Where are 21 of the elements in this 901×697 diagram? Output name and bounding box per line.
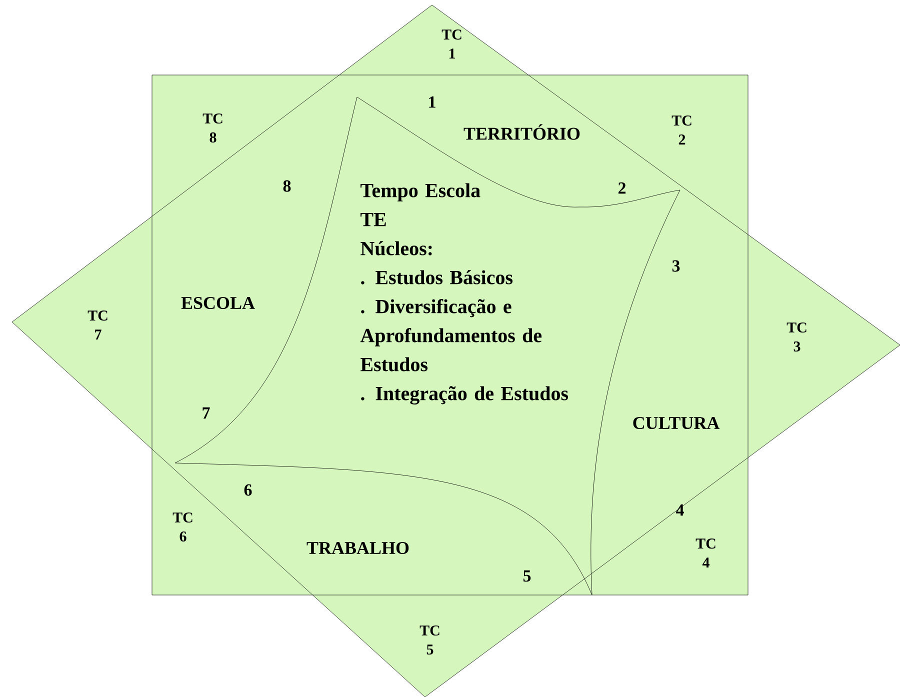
region-number: 3 [672,260,680,272]
region-number: 8 [283,180,291,192]
sector-label: TC 3 [786,322,806,352]
region-number: 6 [244,484,252,496]
sector-label: TC 6 [172,512,192,542]
sector-label: TC 8 [202,113,222,143]
sector-label: TC 7 [88,310,108,340]
region-number: 2 [618,182,626,194]
sector-label: TC 2 [672,116,692,144]
diamond-outline [12,4,900,697]
sector-label: TC 4 [696,538,716,568]
area-label: CULTURA [633,416,720,430]
sector-label: TC 1 [442,30,462,58]
region-number: 7 [202,407,210,419]
region-number: 5 [523,570,531,582]
area-label: TERRITÓRIO [464,124,580,140]
area-label: TRABALHO [306,542,409,554]
region-number: 4 [676,504,684,516]
area-label: ESCOLA [181,296,255,310]
sector-label: TC 5 [420,625,440,655]
region-number: 1 [429,96,436,108]
